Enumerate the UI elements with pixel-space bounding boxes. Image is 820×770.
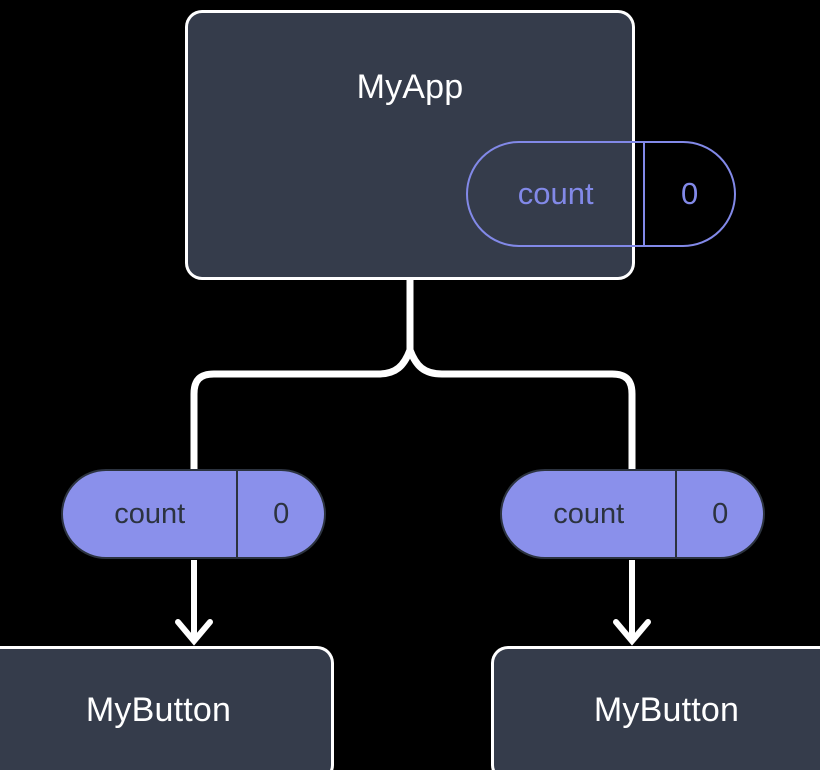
component-node-mybutton-right[interactable]: MyButton xyxy=(494,649,820,770)
edge-branch-left xyxy=(190,346,414,474)
arrowhead-right-icon xyxy=(613,619,651,646)
component-label-myapp: MyApp xyxy=(356,68,464,106)
edge-branch-right xyxy=(406,346,636,474)
state-pill-child-right[interactable]: count 0 xyxy=(500,469,765,559)
arrowhead-left-icon xyxy=(175,619,213,646)
state-key-child-right: count xyxy=(553,497,625,530)
component-node-myapp[interactable]: MyApp count 0 xyxy=(188,13,736,277)
component-node-mybutton-left[interactable]: MyButton xyxy=(0,649,331,770)
component-label-mybutton-right: MyButton xyxy=(593,691,740,729)
state-pill-myapp[interactable]: count 0 xyxy=(466,141,736,247)
state-value-child-right: 0 xyxy=(675,471,763,557)
component-label-mybutton-left: MyButton xyxy=(85,691,232,729)
state-key-child-left: count xyxy=(114,497,186,530)
state-pill-child-left[interactable]: count 0 xyxy=(61,469,326,559)
state-value-myapp: 0 xyxy=(643,143,734,245)
state-key-myapp: count xyxy=(517,176,594,211)
state-value-child-left: 0 xyxy=(236,471,324,557)
